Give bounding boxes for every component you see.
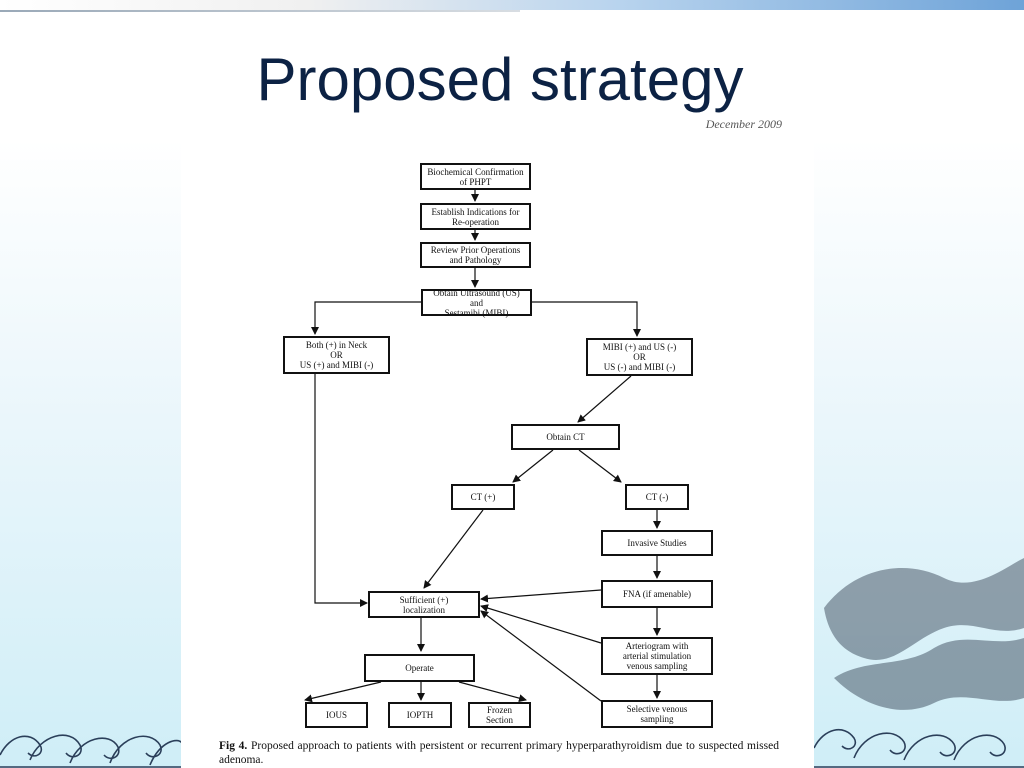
- flowchart-connectors: [304, 190, 661, 703]
- top-decorative-band: [0, 0, 1024, 10]
- node-review-prior-operations: Review Prior Operations and Pathology: [420, 242, 531, 268]
- node-fna: FNA (if amenable): [601, 580, 713, 608]
- node-obtain-imaging: Obtain Ultrasound (US) and Sestamibi (MI…: [421, 288, 532, 318]
- node-frozen-section: Frozen Section: [468, 702, 531, 728]
- flowchart-figure: December 2009: [181, 117, 814, 768]
- node-establish-indications: Establish Indications for Re-operation: [420, 203, 531, 230]
- figure-caption: Fig 4. Proposed approach to patients wit…: [219, 739, 779, 767]
- caption-label: Fig 4.: [219, 740, 248, 752]
- node-invasive-studies: Invasive Studies: [601, 530, 713, 556]
- node-biochemical-confirmation: Biochemical Confirmation of PHPT: [420, 163, 531, 190]
- dragon-pattern-right: [814, 558, 1024, 768]
- node-ct-negative: CT (-): [625, 484, 689, 510]
- node-obtain-ct: Obtain CT: [511, 424, 620, 450]
- top-decorative-line: [0, 10, 520, 12]
- node-selective-venous-sampling: Selective venous sampling: [601, 700, 713, 728]
- node-arteriogram: Arteriogram with arterial stimulation ve…: [601, 637, 713, 675]
- node-operate: Operate: [364, 654, 475, 682]
- node-both-positive: Both (+) in Neck OR US (+) and MIBI (-): [283, 336, 390, 374]
- node-ct-positive: CT (+): [451, 484, 515, 510]
- slide-title: Proposed strategy: [256, 46, 744, 113]
- node-ious: IOUS: [305, 702, 368, 728]
- figure-header: December 2009: [705, 117, 782, 131]
- node-sufficient-localization: Sufficient (+) localization: [368, 591, 480, 618]
- wave-pattern-left: [0, 734, 182, 768]
- node-mibi-positive: MIBI (+) and US (-) OR US (-) and MIBI (…: [586, 338, 693, 376]
- node-iopth: IOPTH: [388, 702, 452, 728]
- caption-text: Proposed approach to patients with persi…: [219, 740, 779, 766]
